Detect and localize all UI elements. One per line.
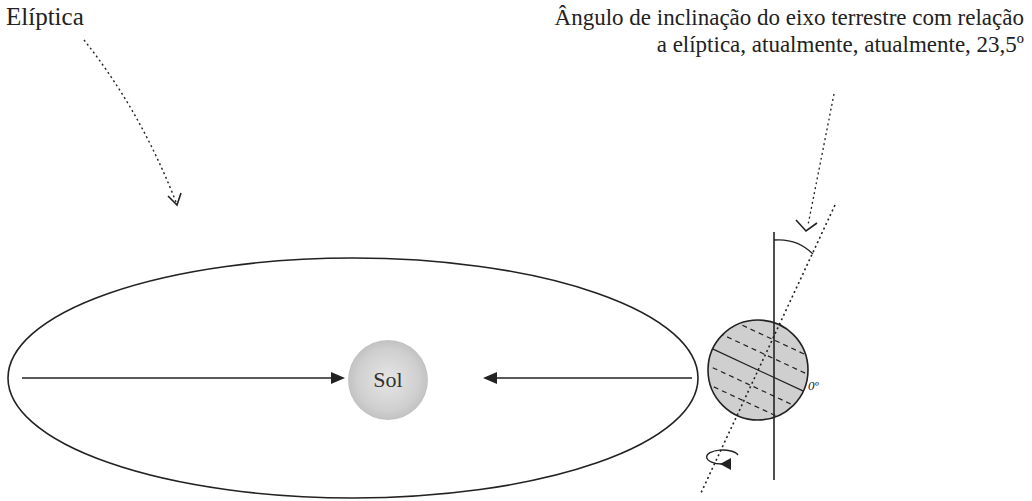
arrow-head — [331, 372, 345, 384]
parallel-line — [696, 360, 805, 411]
angle-arc — [774, 240, 813, 254]
node-label: Sol — [373, 367, 402, 393]
leader-head — [796, 220, 817, 231]
sun-circle: Sol — [348, 340, 428, 420]
arrow-line — [22, 377, 332, 379]
leader-line — [808, 94, 834, 225]
arrow-head — [483, 372, 497, 384]
rotation-arrow — [707, 450, 738, 464]
parallel-line — [718, 314, 827, 365]
annotation-label: Elíptica — [6, 2, 84, 32]
orbit-ellipse — [8, 258, 698, 498]
equator-line — [704, 345, 813, 396]
earth-axis — [700, 205, 835, 495]
rotation-head — [720, 458, 731, 470]
vertical-line — [773, 232, 775, 480]
leader-line — [84, 40, 176, 202]
arrow-line — [496, 377, 692, 379]
equator-label: 0º — [808, 378, 819, 393]
annotation-label: Ângulo de inclinação do eixo terrestre c… — [552, 4, 1024, 58]
leader-head — [168, 193, 181, 205]
